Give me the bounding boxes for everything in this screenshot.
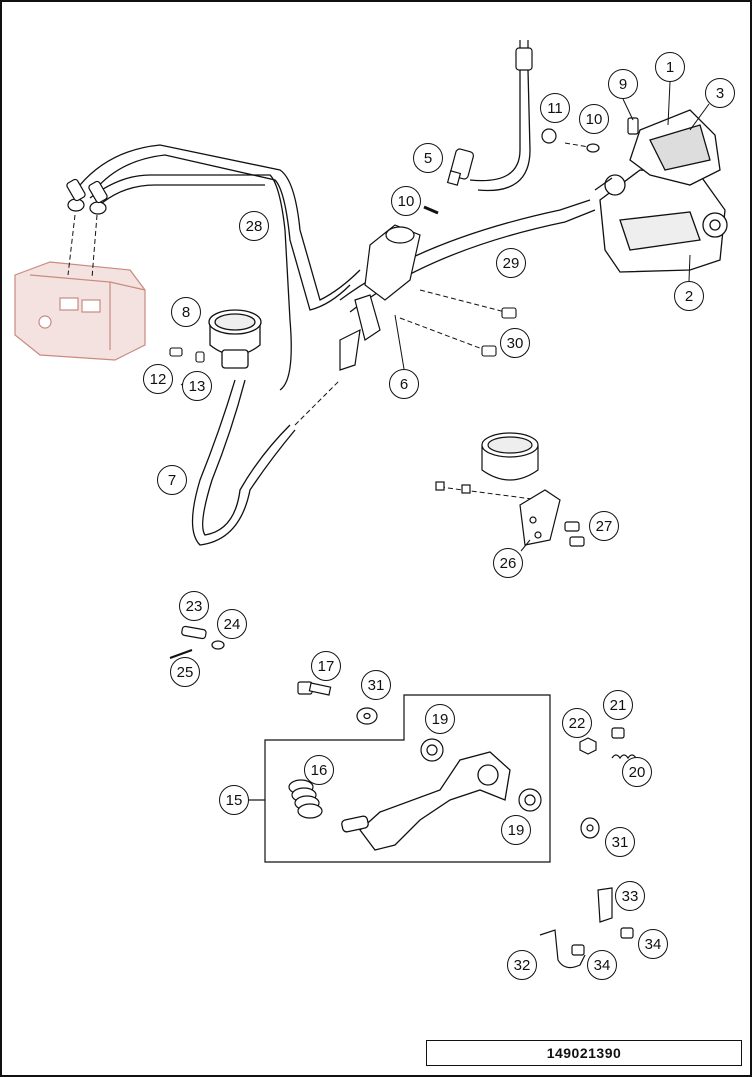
pedal-group-outline (264, 694, 551, 863)
callout-34b: 34 (587, 950, 617, 980)
bleeder-screw (541, 117, 639, 153)
callout-2: 2 (674, 281, 704, 311)
brake-light-switch (446, 40, 533, 186)
callout-22: 22 (562, 708, 592, 738)
callout-13: 13 (182, 371, 212, 401)
callout-21: 21 (603, 690, 633, 720)
callout-12: 12 (143, 364, 173, 394)
fluid-reservoir (208, 309, 262, 369)
pedal-pin-set (169, 625, 225, 659)
document-number: 149021390 (426, 1040, 742, 1066)
callout-24: 24 (217, 609, 247, 639)
o-ring-10 (423, 205, 439, 215)
abs-unit (14, 261, 146, 361)
callout-23: 23 (179, 591, 209, 621)
callout-10b: 10 (391, 186, 421, 216)
bearings-19 (420, 738, 542, 812)
spring-16 (288, 779, 323, 819)
master-cylinder (339, 224, 421, 371)
bracket-32-clip-33-screws-34 (539, 887, 634, 969)
callout-19b: 19 (501, 815, 531, 845)
callout-26: 26 (493, 548, 523, 578)
callout-15: 15 (219, 785, 249, 815)
hose-dash (294, 142, 596, 501)
callout-28: 28 (239, 211, 269, 241)
abs-guides (67, 214, 98, 279)
brake-caliper (594, 109, 728, 273)
spring-20-screw-21-nut-22 (579, 727, 637, 760)
callout-11: 11 (540, 93, 570, 123)
callout-27: 27 (589, 511, 619, 541)
callout-20: 20 (622, 757, 652, 787)
callout-34a: 34 (638, 929, 668, 959)
callout-19a: 19 (425, 704, 455, 734)
callout-25: 25 (170, 657, 200, 687)
washers-31 (356, 707, 600, 839)
small-hardware-12-13 (169, 347, 205, 363)
callout-1: 1 (655, 52, 685, 82)
brake-lines (79, 69, 596, 546)
callout-30: 30 (500, 328, 530, 358)
callout-8: 8 (171, 297, 201, 327)
callout-31a: 31 (361, 670, 391, 700)
callout-10a: 10 (579, 104, 609, 134)
callout-6: 6 (389, 369, 419, 399)
brake-pedal (341, 751, 511, 851)
callout-32: 32 (507, 950, 537, 980)
leader-lines (180, 81, 710, 552)
line-fittings (66, 178, 108, 215)
reservoir-bracket-assembly (435, 432, 585, 547)
callout-9: 9 (608, 69, 638, 99)
screws-29-30 (481, 307, 517, 357)
callout-29: 29 (496, 248, 526, 278)
pivot-bolt-17 (297, 681, 332, 696)
callout-31b: 31 (605, 827, 635, 857)
callout-17: 17 (311, 651, 341, 681)
callout-3: 3 (705, 78, 735, 108)
callout-16: 16 (304, 755, 334, 785)
callout-5: 5 (413, 143, 443, 173)
callout-7: 7 (157, 465, 187, 495)
callout-33: 33 (615, 881, 645, 911)
